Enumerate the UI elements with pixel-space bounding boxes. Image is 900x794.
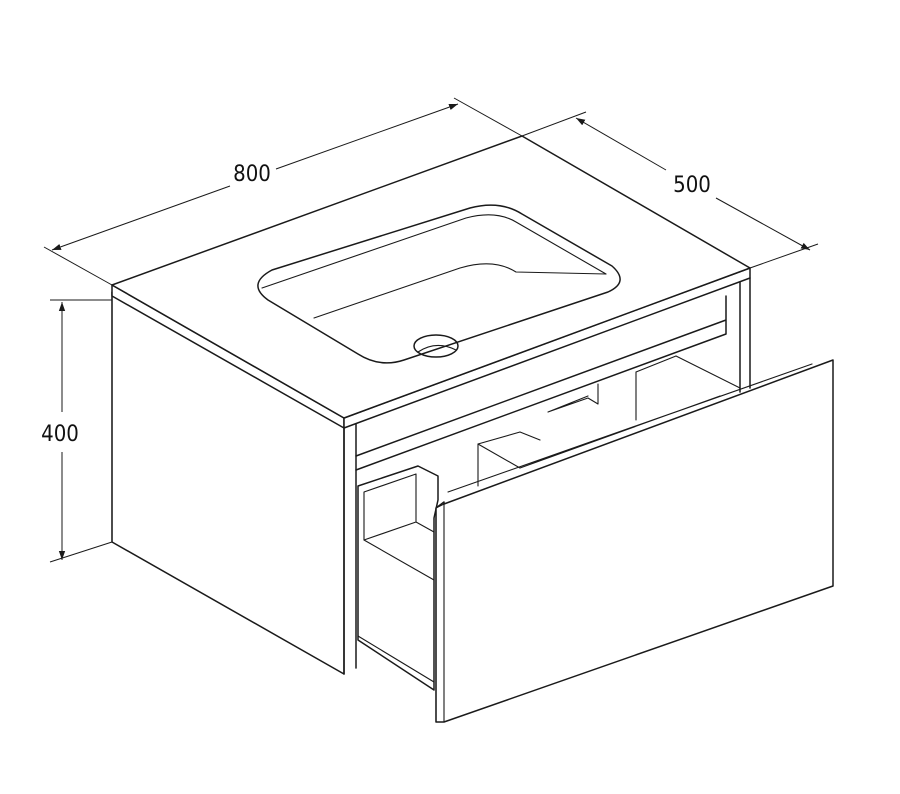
under-top-rail: [355, 295, 727, 471]
dimension-depth: 500: [521, 111, 819, 269]
cabinet-body: [111, 135, 751, 675]
drawer-front-edge: [435, 503, 445, 723]
drawer-bottom: [357, 539, 435, 683]
wash-basin: [257, 204, 621, 364]
basin-bowl-floor: [313, 263, 607, 319]
dimension-height: 400: [41, 299, 113, 563]
drawer[interactable]: [357, 359, 834, 723]
depth-label: 500: [673, 173, 711, 198]
drain-icon: [413, 334, 459, 358]
basin-inner-rim: [261, 214, 607, 289]
basin-outer-rim: [257, 204, 621, 364]
width-label: 800: [233, 162, 271, 187]
drawer-top-edge: [447, 363, 813, 493]
inner-shelf: [547, 383, 599, 413]
drain-inner: [417, 344, 457, 353]
drawer-front-panel[interactable]: [435, 359, 834, 723]
drawer-inner-wall: [363, 473, 435, 541]
drawer-back: [477, 431, 541, 487]
dimension-width: 800: [43, 97, 523, 286]
front-frame-post: [343, 423, 357, 675]
back-right-post: [739, 277, 751, 393]
inner-divider: [635, 355, 741, 421]
height-label: 400: [41, 422, 79, 447]
drawer-left-side: [357, 465, 439, 691]
